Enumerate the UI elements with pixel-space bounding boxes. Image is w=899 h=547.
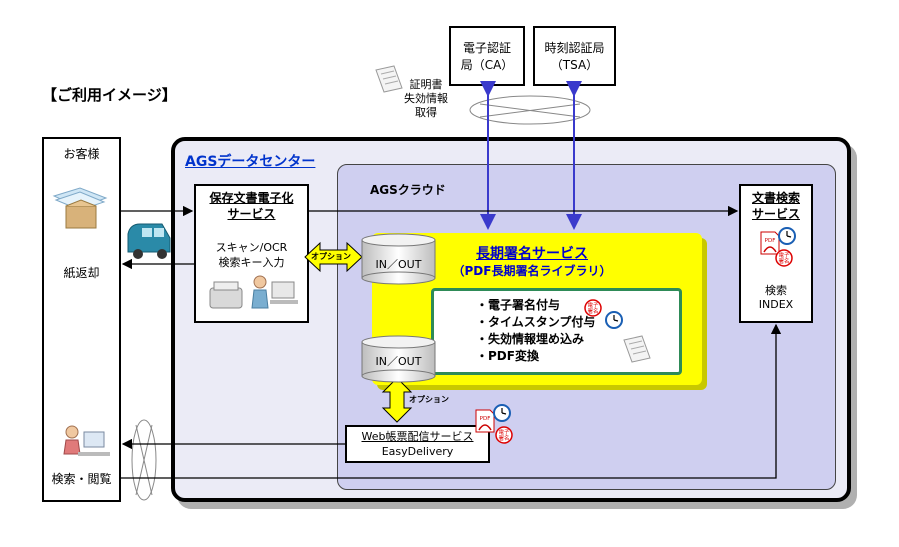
search-index-1: 検索 bbox=[765, 284, 787, 297]
inout-label-bottom: IN／OUT bbox=[375, 355, 422, 368]
signature-service-title: 長期署名サービス bbox=[476, 246, 588, 262]
sign-stamp-icon: 電子 署名 bbox=[584, 299, 602, 317]
pdf-icon: PDF bbox=[760, 231, 780, 255]
feature-pdf-convert: ・PDF変換 bbox=[476, 349, 539, 363]
sign-stamp-icon: 電子 署名 bbox=[775, 249, 793, 267]
cert-document-icon bbox=[375, 65, 403, 93]
option-label-horizontal: オプション bbox=[311, 252, 351, 261]
network-cross-line bbox=[479, 103, 581, 118]
sign-stamp-text-2: 署名 bbox=[587, 307, 598, 315]
paper-return-label: 紙返却 bbox=[63, 266, 100, 280]
sign-stamp-text-1: 電子 bbox=[498, 429, 510, 436]
paper-stack-icon bbox=[52, 187, 108, 229]
search-service-title-1: 文書検索 bbox=[751, 191, 800, 205]
feature-timestamp: ・タイムスタンプ付与 bbox=[476, 315, 596, 329]
datacenter-title: AGSデータセンター bbox=[185, 154, 316, 170]
pdf-badge-text: PDF bbox=[480, 416, 491, 422]
customer-title: お客様 bbox=[63, 147, 100, 161]
pdf-badge-text: PDF bbox=[765, 238, 776, 244]
sign-stamp-text-1: 電子 bbox=[778, 252, 790, 259]
sign-stamp-text-2: 署名 bbox=[498, 434, 509, 442]
feature-revocation: ・失効情報埋め込み bbox=[476, 332, 585, 346]
cert-note-2: 失効情報 bbox=[404, 92, 448, 105]
network-cross-line bbox=[135, 424, 153, 496]
digitize-service-title-1: 保存文書電子化 bbox=[209, 191, 294, 205]
cert-note-1: 証明書 bbox=[409, 78, 443, 91]
sign-stamp-text-1: 電子 bbox=[587, 302, 599, 309]
clock-icon bbox=[605, 311, 623, 329]
web-delivery-box: Web帳票配信サービス EasyDelivery bbox=[345, 425, 490, 463]
search-browse-label: 検索・閲覧 bbox=[51, 472, 112, 486]
option-label-vertical: オプション bbox=[409, 395, 449, 404]
tsa-label-1: 時刻認証局 bbox=[544, 41, 605, 55]
tsa-label-2: （TSA） bbox=[550, 58, 599, 72]
clock-icon bbox=[493, 404, 511, 422]
ca-label-2: 局（CA） bbox=[460, 58, 514, 72]
digitize-body-1: スキャン/OCR bbox=[215, 241, 288, 254]
inout-cylinder-top bbox=[361, 233, 436, 285]
search-service-title-2: サービス bbox=[751, 207, 800, 221]
cloud-title: AGSクラウド bbox=[370, 183, 446, 197]
search-index-2: INDEX bbox=[758, 298, 794, 311]
feature-esign: ・電子署名付与 bbox=[476, 298, 561, 312]
page-title: 【ご利用イメージ】 bbox=[42, 86, 177, 104]
clock-icon bbox=[778, 227, 796, 245]
signed-document-icon bbox=[623, 335, 651, 363]
operator-desk-icon bbox=[63, 425, 110, 456]
web-delivery-name: EasyDelivery bbox=[381, 445, 454, 458]
pdf-icon: PDF bbox=[475, 409, 495, 433]
cert-note-3: 取得 bbox=[415, 106, 437, 119]
sign-stamp-icon: 電子 署名 bbox=[495, 426, 513, 444]
van-icon bbox=[127, 223, 171, 259]
inout-label-top: IN／OUT bbox=[375, 258, 422, 271]
scanner-operator-icon bbox=[209, 275, 298, 309]
sign-stamp-text-2: 署名 bbox=[778, 257, 789, 265]
signature-service-subtitle: （PDF長期署名ライブラリ） bbox=[452, 264, 612, 278]
digitize-service-title-2: サービス bbox=[227, 207, 276, 221]
ca-box: 電子認証 局（CA） bbox=[449, 26, 525, 86]
ca-label-1: 電子認証 bbox=[462, 41, 511, 55]
cert-note: 証明書 失効情報 取得 bbox=[398, 78, 454, 120]
flow-customer-to-search bbox=[121, 323, 782, 479]
inout-cylinder-bottom bbox=[361, 335, 436, 383]
web-delivery-title: Web帳票配信サービス bbox=[361, 430, 474, 443]
digitize-body-2: 検索キー入力 bbox=[218, 256, 285, 269]
option-arrow-vertical bbox=[381, 377, 413, 423]
